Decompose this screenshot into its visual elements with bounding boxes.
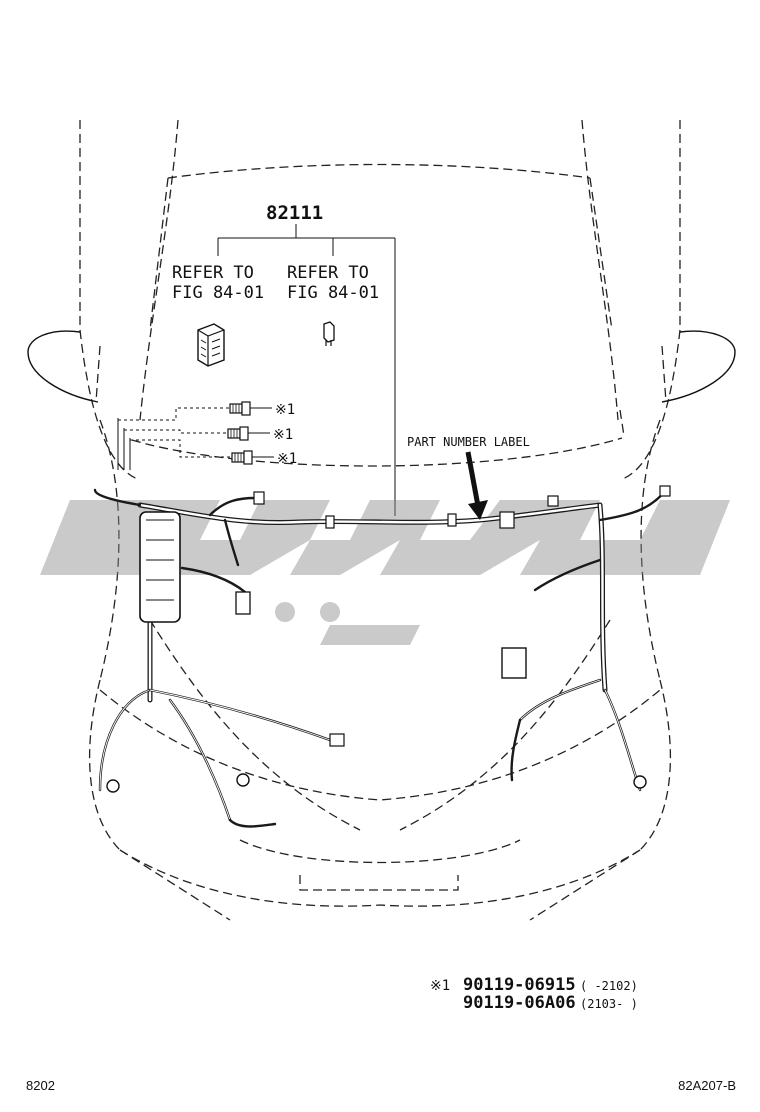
footnote-part-1: 90119-06915 [463, 975, 576, 995]
watermark-logo [40, 500, 730, 645]
part-group-number: 82111 [266, 202, 323, 224]
bolt-icon [227, 426, 249, 441]
footnote-part-2: 90119-06A06 [463, 993, 576, 1013]
refer-right-line2: FIG 84-01 [287, 283, 379, 303]
fuse-icon [323, 321, 335, 346]
refer-left-line2: FIG 84-01 [172, 283, 264, 303]
bolt-icon [231, 450, 253, 465]
bolt-icon [229, 401, 251, 416]
refer-left-line1: REFER TO [172, 263, 254, 283]
bolt-callout: ※1 [277, 451, 297, 467]
footer-page-code: 8202 [26, 1078, 55, 1093]
footnote-range-2: (2103- ) [580, 997, 638, 1011]
engine-wire-harness [93, 485, 671, 828]
refer-right-line1: REFER TO [287, 263, 369, 283]
relay-icon [197, 323, 225, 367]
footnote-range-1: ( -2102) [580, 979, 638, 993]
bolts [117, 401, 274, 470]
part-group-leaders [217, 224, 396, 516]
part-number-label-arrow [465, 451, 488, 520]
footnote-mark: ※1 [430, 978, 450, 994]
bolt-callout: ※1 [273, 427, 293, 443]
footer-figure-id: 82A207-B [678, 1078, 736, 1093]
bolt-callout: ※1 [275, 402, 295, 418]
vehicle-outline [27, 119, 736, 921]
part-number-label-text: PART NUMBER LABEL [407, 435, 530, 449]
